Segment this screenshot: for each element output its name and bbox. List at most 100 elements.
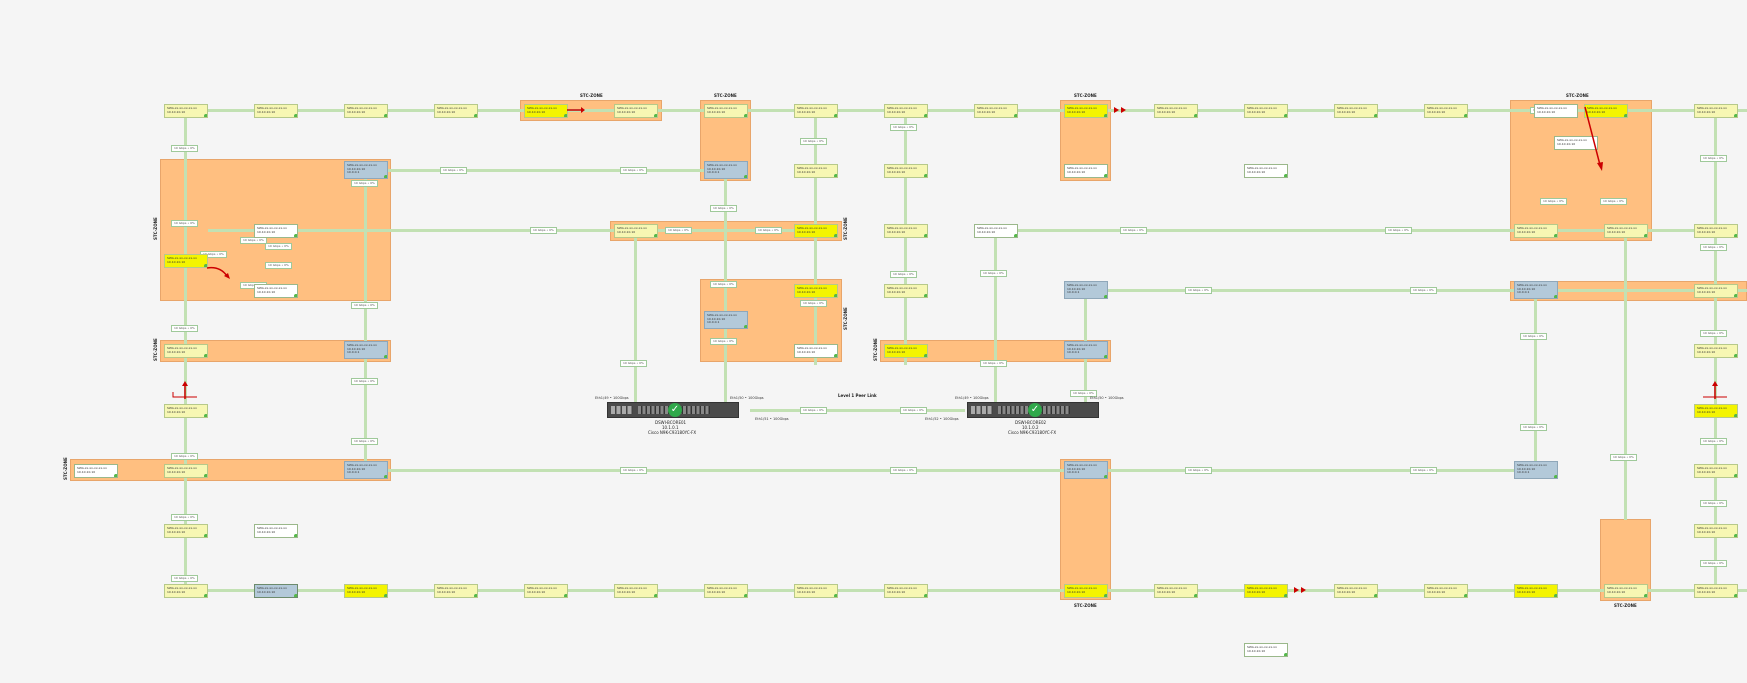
link-tag: 10 Gbps • 0% xyxy=(265,262,292,269)
link-tag: 10 Gbps • 0% xyxy=(800,138,827,145)
link-col-725[interactable] xyxy=(724,175,727,405)
link-col-1535[interactable] xyxy=(1534,295,1537,470)
alert-arrow-icon xyxy=(1294,587,1306,593)
link-tag: 10 Gbps • 0% xyxy=(800,407,827,414)
link-col-815[interactable] xyxy=(814,115,817,365)
link-col-995[interactable] xyxy=(994,230,997,405)
link-row-170[interactable] xyxy=(388,169,710,172)
status-ok-icon xyxy=(1284,114,1287,117)
link-col-635[interactable] xyxy=(634,230,637,405)
link-row-470[interactable] xyxy=(388,469,1558,472)
link-col-365[interactable] xyxy=(364,170,367,470)
link-bottom-row[interactable] xyxy=(208,589,1747,592)
core-switch-left[interactable]: ✓ xyxy=(607,402,739,418)
link-tag: 10 Gbps • 0% xyxy=(1120,227,1147,234)
status-ok-icon xyxy=(564,114,567,117)
link-col-905[interactable] xyxy=(904,115,907,365)
link-switch-interlink[interactable] xyxy=(750,409,965,412)
link-row-230-left[interactable] xyxy=(208,229,838,232)
core-switch-right[interactable]: ✓ xyxy=(967,402,1099,418)
link-row-230-right[interactable] xyxy=(1015,229,1710,232)
link-col-1625[interactable] xyxy=(1624,235,1627,520)
